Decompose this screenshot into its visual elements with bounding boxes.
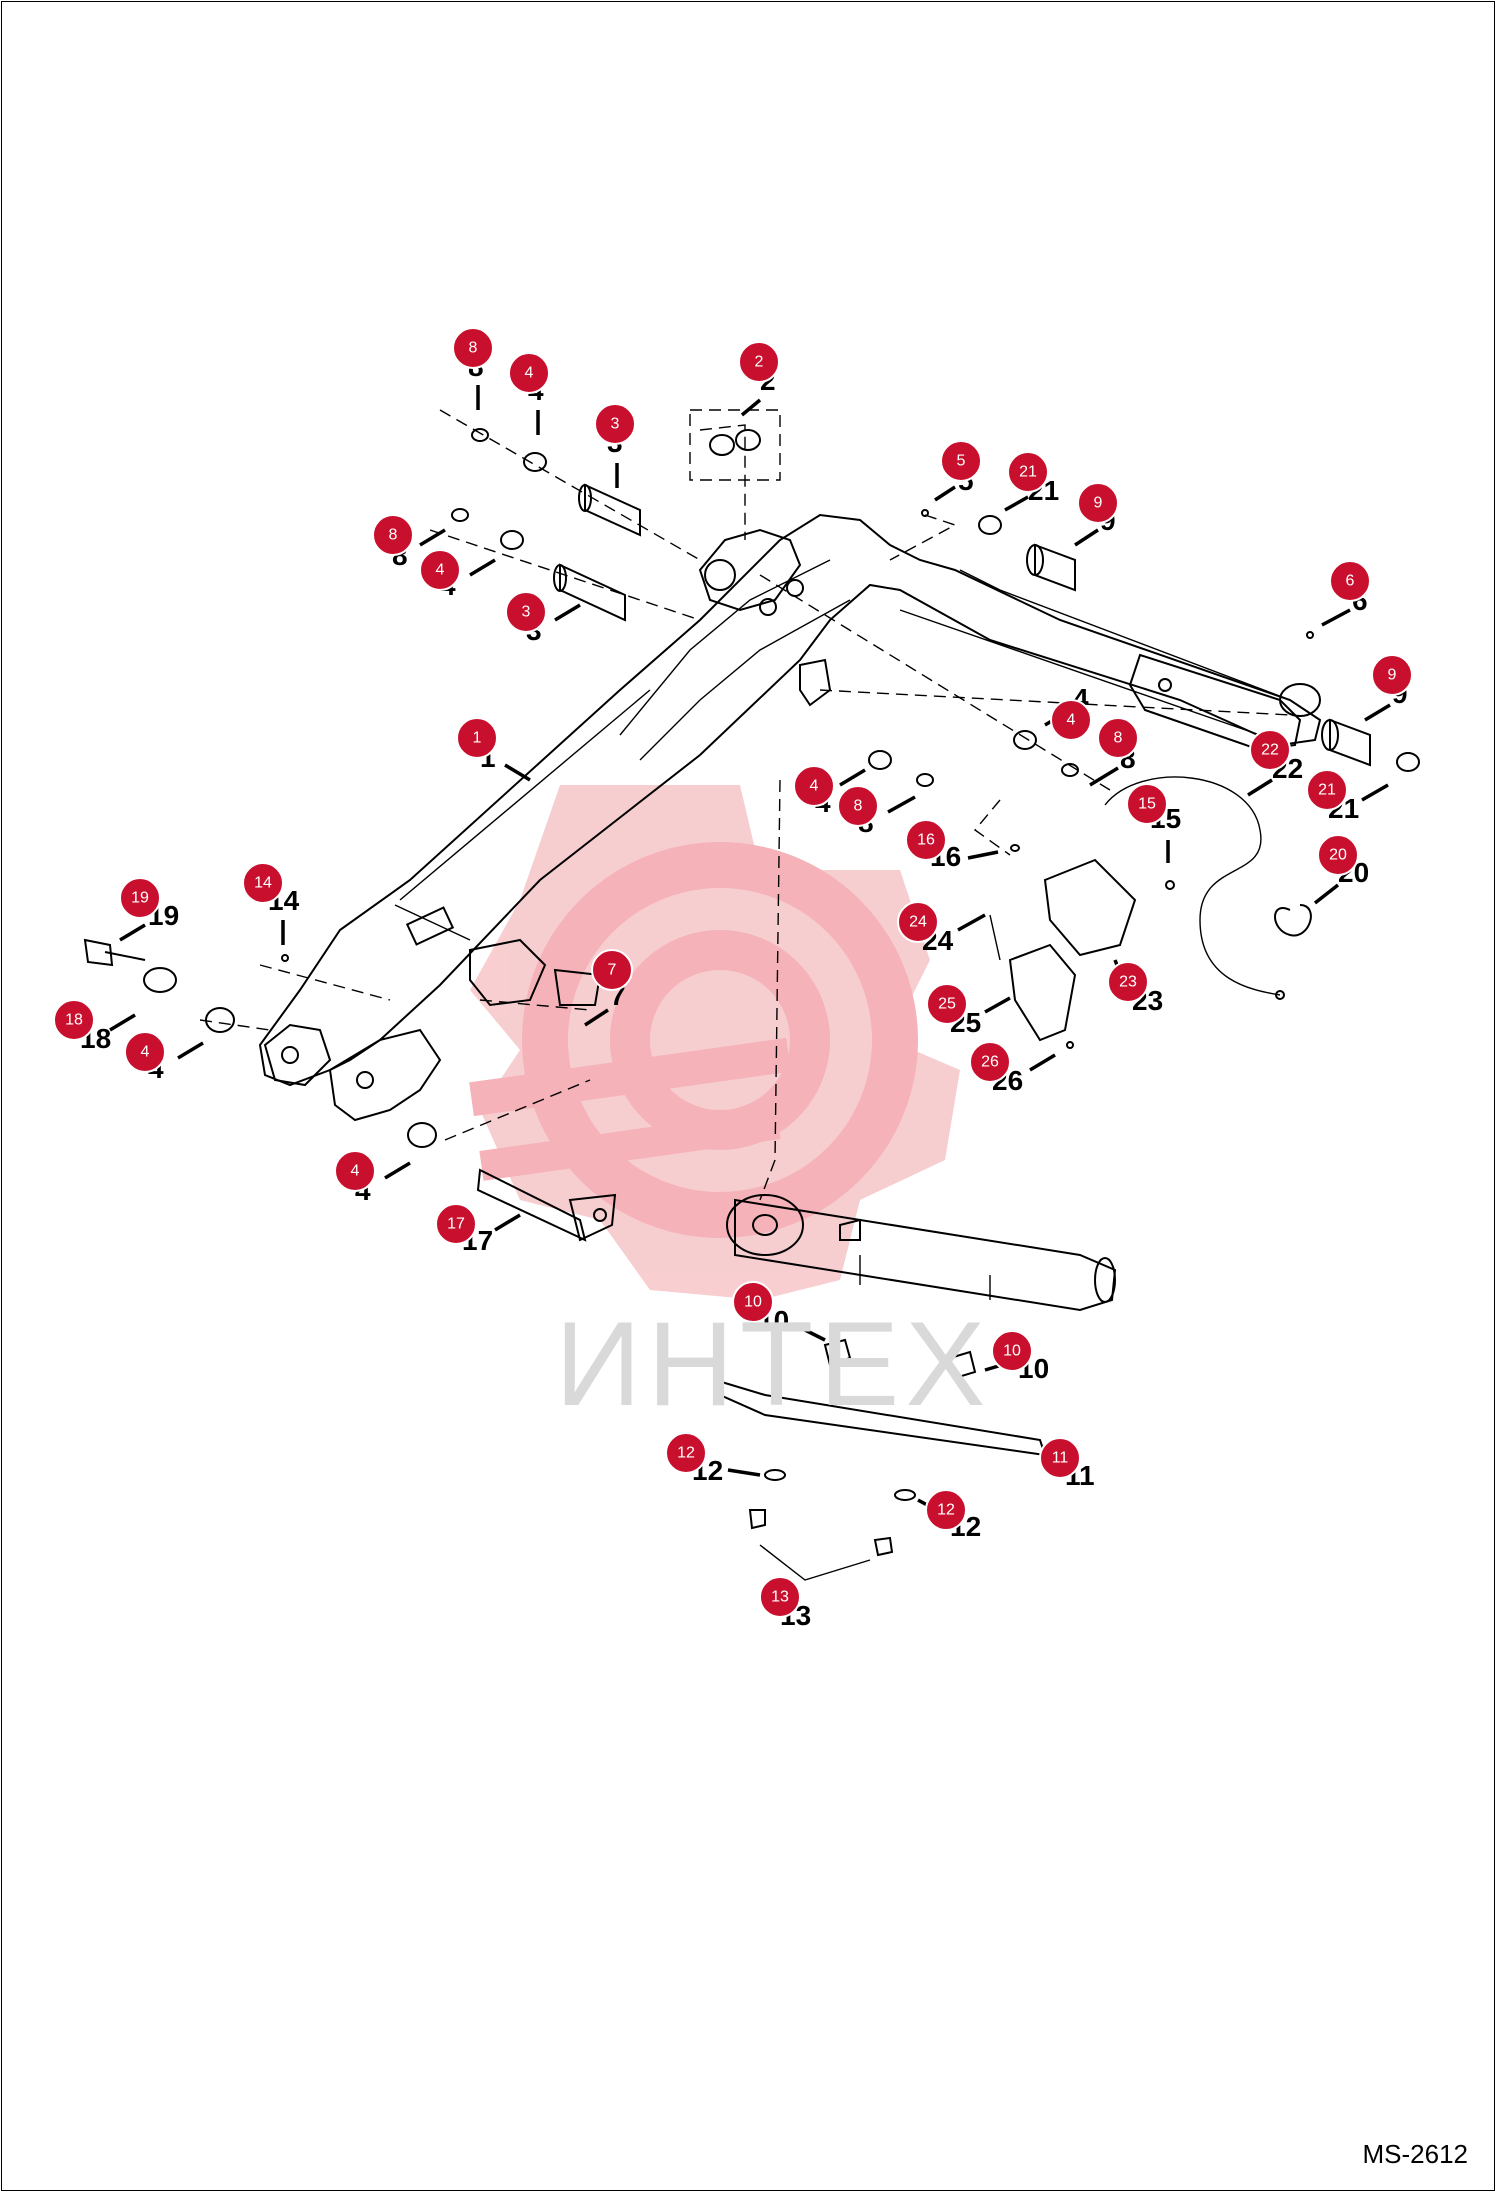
callout-badge[interactable]: 9 [1371,654,1413,696]
callout-badge[interactable]: 12 [665,1432,707,1474]
callout-badge[interactable]: 6 [1329,560,1371,602]
callout-badge[interactable]: 8 [837,785,879,827]
svg-text:7: 7 [608,962,617,979]
svg-text:3: 3 [611,416,620,433]
left-end-pins [83,938,617,1242]
right-end-parts [868,509,1420,852]
svg-text:4: 4 [351,1163,360,1180]
upper-pins [451,428,761,622]
callout-badge[interactable]: 14 [242,862,284,904]
svg-text:15: 15 [1138,796,1156,813]
callout-badge[interactable]: 21 [1007,451,1049,493]
callout-badge[interactable]: 3 [505,591,547,633]
svg-text:5: 5 [957,453,966,470]
svg-text:23: 23 [1119,974,1137,991]
callout-badge[interactable]: 2 [738,341,780,383]
svg-text:13: 13 [771,1589,789,1606]
callout-badge[interactable]: 4 [124,1031,166,1073]
watermark-text: ИНТЕХ [555,1297,992,1431]
svg-text:16: 16 [917,832,935,849]
callout-badge[interactable]: 19 [119,877,161,919]
callout-badge[interactable]: 8 [372,514,414,556]
callout-badge[interactable]: 16 [905,819,947,861]
callout-badge[interactable]: 4 [793,765,835,807]
callout-badge[interactable]: 20 [1317,834,1359,876]
svg-text:3: 3 [522,604,531,621]
svg-text:19: 19 [131,890,149,907]
svg-text:9: 9 [1388,667,1397,684]
callout-badge[interactable]: 24 [897,901,939,943]
svg-text:4: 4 [1067,712,1076,729]
callout-badge[interactable]: 18 [53,999,95,1041]
callout-badge[interactable]: 10 [991,1330,1033,1372]
svg-text:4: 4 [525,365,534,382]
callout-badge[interactable]: 1 [456,717,498,759]
callout-badge[interactable]: 10 [732,1281,774,1323]
svg-text:8: 8 [1114,730,1123,747]
callout-badge[interactable]: 3 [594,403,636,445]
svg-text:4: 4 [436,562,445,579]
svg-text:24: 24 [909,914,927,931]
reference-code: MS-2612 [1362,2139,1469,2169]
svg-text:8: 8 [389,527,398,544]
svg-text:21: 21 [1019,464,1037,481]
hydraulic-cylinder [713,1194,1117,1581]
svg-text:11: 11 [1052,1450,1069,1467]
callout-badge[interactable]: 13 [759,1576,801,1618]
svg-text:12: 12 [677,1445,695,1462]
svg-text:20: 20 [1329,847,1347,864]
svg-text:8: 8 [469,340,478,357]
svg-text:1: 1 [473,730,482,747]
svg-text:8: 8 [854,798,863,815]
svg-text:21: 21 [1318,782,1336,799]
svg-text:10: 10 [1003,1343,1021,1360]
svg-text:17: 17 [447,1216,465,1233]
svg-text:14: 14 [254,875,272,892]
callout-badge[interactable]: 8 [452,327,494,369]
svg-text:12: 12 [937,1502,955,1519]
work-light-assembly [989,776,1312,1049]
callout-badge[interactable]: 12 [925,1489,967,1531]
callout-badge[interactable]: 4 [419,549,461,591]
svg-text:26: 26 [981,1054,999,1071]
svg-text:22: 22 [1261,742,1279,759]
callout-badge[interactable]: 9 [1077,482,1119,524]
callout-badge[interactable]: 4 [508,352,550,394]
callout-badge[interactable]: 21 [1306,769,1348,811]
svg-text:2: 2 [755,354,764,371]
watermark-logo [469,785,960,1300]
svg-text:9: 9 [1094,495,1103,512]
callout-badge[interactable]: 23 [1107,961,1149,1003]
callout-badge[interactable]: 15 [1126,783,1168,825]
callout-badge[interactable]: 11 [1039,1437,1081,1479]
callout-badges: 8 4 3 2 8 4 3 5 21 9 6 9 4 8 22 21 1 4 8… [53,327,1413,1618]
svg-text:4: 4 [810,778,819,795]
callout-badge[interactable]: 25 [926,983,968,1025]
callout-badge[interactable]: 8 [1097,717,1139,759]
svg-text:25: 25 [938,996,956,1013]
callout-badge[interactable]: 4 [334,1150,376,1192]
callout-badge[interactable]: 17 [435,1203,477,1245]
callout-badge[interactable]: 4 [1050,699,1092,741]
svg-text:6: 6 [1346,573,1355,590]
svg-text:18: 18 [65,1012,83,1029]
callout-badge[interactable]: 7 [591,949,633,991]
callout-badge[interactable]: 22 [1249,729,1291,771]
svg-text:10: 10 [744,1294,762,1311]
svg-text:4: 4 [141,1044,150,1061]
callout-badge[interactable]: 5 [940,440,982,482]
callout-badge[interactable]: 26 [969,1041,1011,1083]
